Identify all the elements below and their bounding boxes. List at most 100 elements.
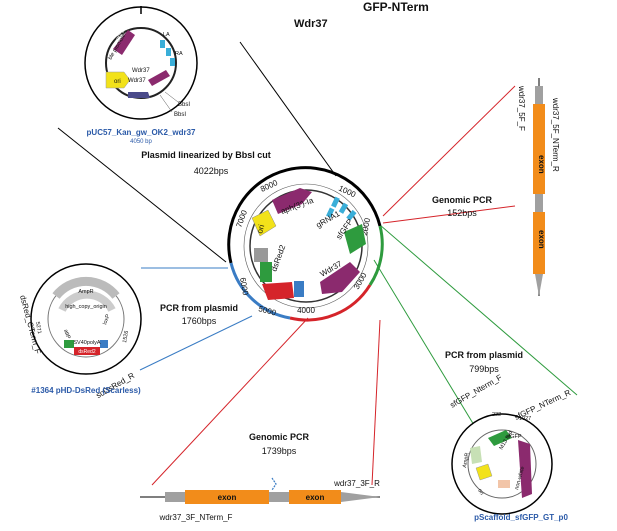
genomic-bottom-label: Genomic PCR <box>249 432 310 442</box>
left-ampr-arc <box>52 276 120 299</box>
top-plasmid-connector-right <box>239 41 337 177</box>
left-ampr-label: AmpR <box>78 289 93 295</box>
top-plasmid-connector-left <box>57 127 227 263</box>
left-blue-block <box>100 340 108 348</box>
right-plasmid: 232 1027 sfGFP M13 fwd AmpR ori non-whit… <box>451 412 553 515</box>
main-grna-block-4 <box>326 207 335 218</box>
top-cyan-feature-3 <box>170 58 175 66</box>
genomic-top-connector-1 <box>382 85 516 217</box>
linearized-size: 4022bps <box>194 166 229 176</box>
genomic-top-size: 152bps <box>447 208 477 218</box>
main-dsred-label: dsRed2 <box>269 243 287 273</box>
connector-lines <box>57 41 578 486</box>
genomic-bottom-cut-mark <box>271 477 277 491</box>
left-attp-label: attP <box>62 329 71 341</box>
main-aph-arrow <box>272 188 312 214</box>
top-aph-arrow <box>113 30 135 55</box>
main-grna-block-3 <box>346 209 357 221</box>
gene-title: Wdr37 <box>294 18 328 30</box>
right-sfgfp-arrow <box>488 430 512 446</box>
top-cyan-feature-2 <box>166 48 171 56</box>
tick-5000: 5000 <box>257 304 277 317</box>
top-ori-arrow <box>105 71 131 89</box>
genomic-bottom-intron-1 <box>165 492 185 502</box>
right-plasmid-name: pScaffold_sfGFP_GT_p0 <box>474 513 568 522</box>
pcr-right-connector-2 <box>373 259 481 436</box>
right-number-1: 232 <box>492 412 501 418</box>
genomic-bottom-connector-2 <box>371 319 381 486</box>
top-plasmid-size: 4050 bp <box>130 139 152 145</box>
top-bbsi-label-1: BbsI <box>178 102 190 108</box>
top-insert-block <box>128 92 150 98</box>
right-pink-block <box>498 480 510 488</box>
genomic-top-exon-label-2: exon <box>537 230 546 249</box>
genomic-bottom-size: 1739bps <box>262 446 297 456</box>
left-polya-label: SV40polyA <box>73 340 101 346</box>
top-plasmid-name: pUC57_Kan_gw_OK2_wdr37 <box>87 128 196 137</box>
pcr-right-size: 799bps <box>469 364 499 374</box>
main-green-arc <box>368 225 384 286</box>
main-blue-arc <box>229 262 291 320</box>
main-plasmid: 1000 2000 3000 4000 5000 6000 7000 8000 … <box>227 166 384 322</box>
right-primer-f: sfGFP_Nterm_F <box>449 373 504 410</box>
genomic-bottom-exon-label-1: exon <box>218 493 237 502</box>
pcr-left-label: PCR from plasmid <box>160 303 238 313</box>
genomic-top-exon-1 <box>533 104 545 194</box>
genomic-top-connector-2 <box>382 205 516 224</box>
left-ori-label: high_copy_origin <box>65 304 107 310</box>
main-green-block <box>260 262 272 282</box>
main-grna-block-1 <box>331 196 340 208</box>
genomic-bottom-intron-2 <box>269 492 289 502</box>
genomic-top-end-arrow <box>535 274 543 296</box>
main-ori-label: ori <box>255 223 266 234</box>
main-red-arc <box>289 284 372 322</box>
genomic-top-primer-f: wdr37_5F_F <box>517 85 526 131</box>
genomic-top-intron-2 <box>535 194 543 212</box>
top-wdr37-label-1: Wdr37 <box>132 68 150 74</box>
pcr-left-size: 1760bps <box>182 316 217 326</box>
top-wdr37-label-2: Wdr37 <box>128 78 146 84</box>
top-ra-label: RA <box>175 51 183 57</box>
main-sfgfp-arrow <box>344 224 366 254</box>
genomic-top-exon-label-1: exon <box>537 155 546 174</box>
construct-title: GFP-NTerm <box>363 0 429 14</box>
pcr-right-label: PCR from plasmid <box>445 350 523 360</box>
right-ori-arrow <box>475 463 493 481</box>
genomic-top-exon-2 <box>533 212 545 274</box>
pcr-left-connector-2 <box>139 315 253 371</box>
genomic-bottom-exon-2 <box>289 490 341 504</box>
right-plasmid-map-ring <box>467 429 537 499</box>
right-ori-label: ori <box>476 488 484 496</box>
genomic-bottom-primer-f: wdr37_3F_NTerm_F <box>159 513 233 522</box>
main-grey-block <box>254 248 268 262</box>
left-number-2: 1526 <box>122 330 130 343</box>
genomic-bottom-gene: exon exon <box>140 477 380 504</box>
top-bbsi-leader-1 <box>164 91 179 103</box>
genomic-bottom-primer-r: wdr37_3F_R <box>333 479 380 488</box>
tick-6000: 6000 <box>238 277 250 297</box>
genomic-bottom-end-arrow <box>341 492 380 502</box>
right-number-2: 1027 <box>519 416 531 422</box>
left-loxp-label: loxP <box>102 313 111 325</box>
main-backbone-arc <box>227 166 382 264</box>
main-grna-blocks <box>326 196 357 221</box>
main-blue-block <box>294 281 304 297</box>
right-sfgfp-label: sfGFP <box>506 434 522 440</box>
genomic-top-intron-1 <box>535 86 543 104</box>
genomic-top-gene: exon exon wdr37_5F_F wdr37_5F_NTerm_R <box>517 78 560 296</box>
right-purple-block <box>518 440 532 498</box>
right-primer-r: sfGFP_NTerm_R <box>513 388 572 422</box>
left-number-1: 5271 <box>34 321 42 334</box>
left-ori-arc <box>58 290 116 313</box>
genomic-top-label: Genomic PCR <box>432 195 493 205</box>
genomic-bottom-exon-1 <box>185 490 269 504</box>
top-bbsi-leader-2 <box>159 94 173 113</box>
linearized-caption: Plasmid linearized by BbsI cut <box>141 150 271 160</box>
genomic-bottom-connector-1 <box>151 317 309 486</box>
genomic-top-primer-r: wdr37_5F_NTerm_R <box>551 97 560 172</box>
genomic-bottom-exon-label-2: exon <box>306 493 325 502</box>
top-bbsi-label-2: BbsI <box>174 112 186 118</box>
top-plasmid: aph(3')-Ia ble promoter ori LA RA Wdr37 … <box>84 6 198 120</box>
main-ori-arrow <box>251 209 277 237</box>
main-grna-block-2 <box>338 202 349 214</box>
